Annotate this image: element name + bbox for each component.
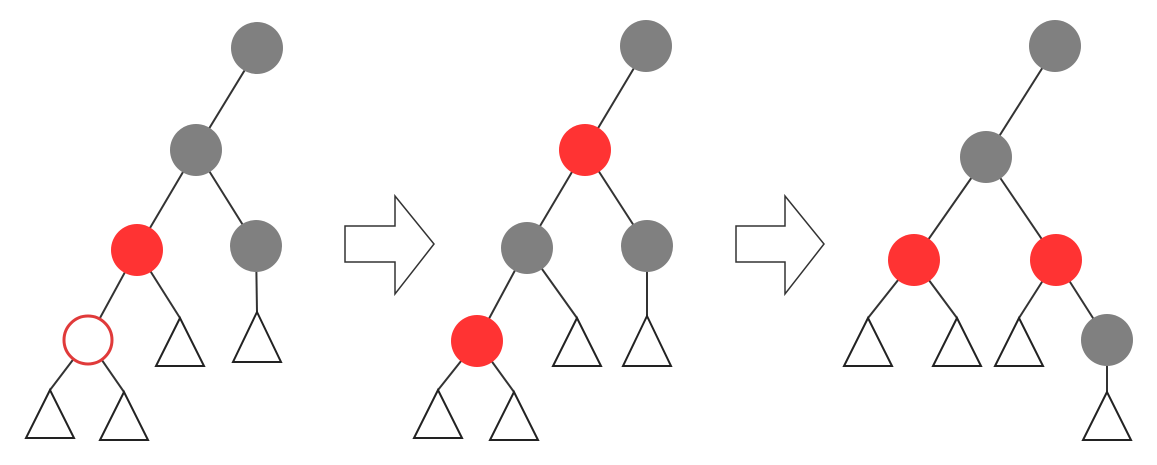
- tree-node: [230, 220, 282, 272]
- tree-node: [559, 124, 611, 176]
- subtree-triangle: [842, 315, 894, 367]
- tree-node: [960, 131, 1012, 183]
- tree-node: [620, 20, 672, 72]
- subtree-triangle: [993, 315, 1045, 367]
- tree-node: [111, 224, 163, 276]
- subtree-triangle: [154, 315, 206, 367]
- tree-node: [62, 314, 114, 366]
- subtree-triangle: [412, 387, 464, 439]
- tree-node: [231, 22, 283, 74]
- subtree-triangle: [488, 389, 540, 441]
- tree-node: [888, 234, 940, 286]
- subtree-triangle: [24, 387, 76, 439]
- tree-node: [1081, 314, 1133, 366]
- right-arrow-icon: [344, 193, 435, 297]
- tree-node: [170, 124, 222, 176]
- subtree-triangle: [621, 313, 673, 367]
- tree-node: [501, 222, 553, 274]
- panel-after-recolor: [412, 20, 673, 441]
- subtree-triangle: [98, 389, 150, 441]
- subtree-triangle: [1081, 389, 1133, 441]
- right-arrow-icon: [735, 193, 825, 297]
- panel-before: [24, 22, 283, 441]
- subtree-triangle: [931, 315, 983, 367]
- panel-after-rotation: [842, 20, 1133, 441]
- tree-node: [451, 315, 503, 367]
- tree-node: [621, 220, 673, 272]
- subtree-triangle: [551, 315, 603, 367]
- tree-node: [1030, 234, 1082, 286]
- tree-node: [1029, 20, 1081, 72]
- subtree-triangle: [231, 309, 283, 363]
